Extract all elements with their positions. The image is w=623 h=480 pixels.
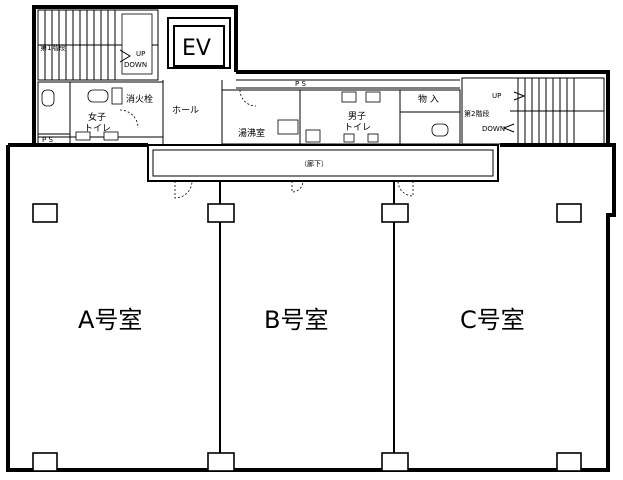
mens-toilet: 男子 トイレ bbox=[299, 89, 401, 145]
room-c-label: C号室 bbox=[460, 306, 525, 334]
columns bbox=[32, 203, 582, 472]
stairs-2-up: UP bbox=[492, 92, 501, 100]
stairs-1-label: 第1階段 bbox=[40, 43, 65, 52]
ps-top-label: P S bbox=[295, 80, 306, 88]
kitchenette: 湯沸室 bbox=[221, 89, 301, 145]
storage: 物 入 bbox=[399, 89, 461, 145]
mens-toilet-label-1: 男子 bbox=[348, 111, 366, 122]
corridor: （廊下） bbox=[147, 144, 499, 199]
stairs-1: 第1階段 UP DOWN bbox=[37, 9, 159, 81]
hall: ホール bbox=[162, 80, 223, 145]
storage-label: 物 入 bbox=[418, 93, 439, 105]
stairs-2-down: DOWN bbox=[482, 125, 505, 133]
core-wall-left bbox=[32, 5, 238, 145]
hall-label: ホール bbox=[172, 105, 199, 116]
stairs-2: UP 第2階段 DOWN bbox=[461, 77, 605, 145]
core-wall-top bbox=[236, 70, 610, 145]
womens-toilet: 消火栓 女子 トイレ bbox=[37, 81, 164, 141]
elevator: EV bbox=[167, 17, 231, 69]
mens-toilet-label-2: トイレ bbox=[344, 123, 371, 133]
womens-toilet-label-1: 女子 bbox=[88, 111, 106, 123]
kitchenette-label: 湯沸室 bbox=[238, 127, 265, 139]
ps-left-label: P S bbox=[42, 136, 53, 144]
stairs-2-label: 第2階段 bbox=[464, 109, 489, 118]
ps-left: P S bbox=[37, 133, 71, 145]
corridor-label: （廊下） bbox=[300, 159, 328, 168]
office-outer-wall bbox=[6, 143, 616, 472]
ps-top: P S bbox=[236, 79, 460, 89]
womens-toilet-label-2: トイレ bbox=[84, 124, 111, 134]
stairs-1-down: DOWN bbox=[124, 61, 147, 69]
elevator-label: EV bbox=[182, 36, 211, 61]
room-a-label: A号室 bbox=[78, 306, 142, 334]
room-b-label: B号室 bbox=[264, 306, 328, 334]
hydrant-label: 消火栓 bbox=[126, 93, 153, 105]
stairs-1-up: UP bbox=[136, 50, 145, 58]
